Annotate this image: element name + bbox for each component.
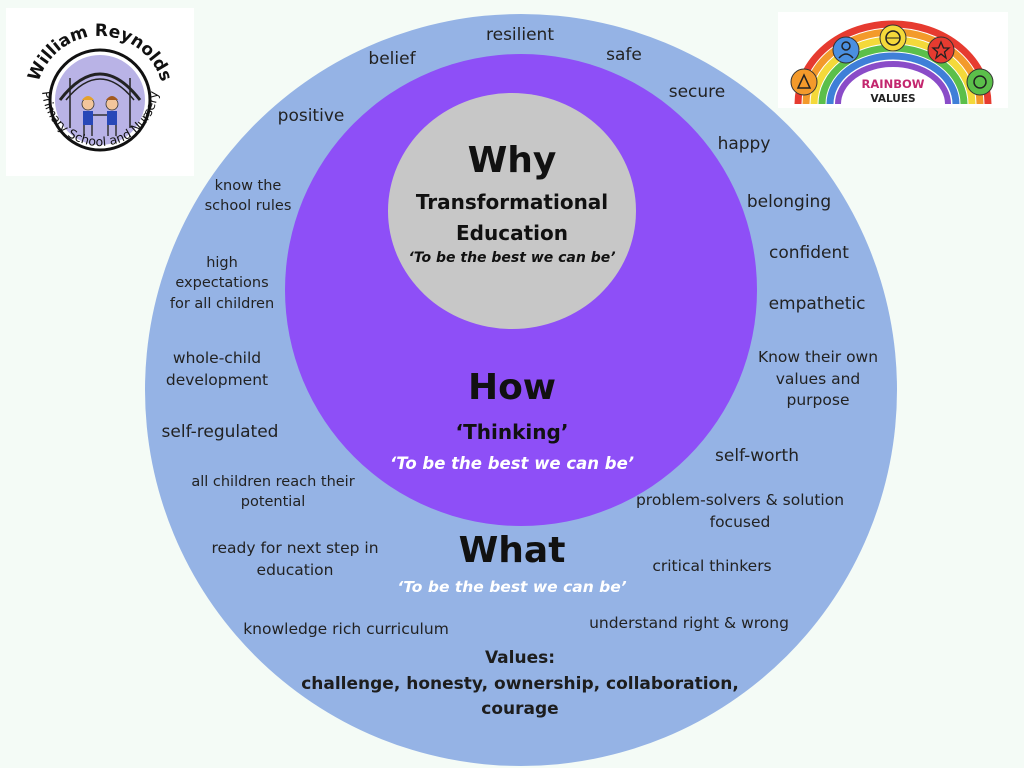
challenge-badge-icon [790, 68, 818, 96]
word-self-regulated: self-regulated [161, 422, 279, 442]
word-understand-right-wrong: understand right & wrong [589, 614, 789, 632]
how-title: How [467, 367, 557, 408]
word-knowledge-rich-curriculum: knowledge rich curriculum [243, 620, 449, 638]
why-subtitle-line1: Transformational [415, 190, 609, 214]
values-brand-text: VALUES [870, 93, 915, 105]
word-self-worth: self-worth [715, 446, 799, 466]
star-badge-icon [927, 36, 955, 64]
school-logo: William Reynolds Primary School and Nurs… [6, 8, 194, 176]
cycle-badge-icon [966, 68, 994, 96]
values-line1: challenge, honesty, ownership, collabora… [301, 673, 739, 694]
what-motto: ‘To be the best we can be’ [397, 578, 627, 596]
how-motto: ‘To be the best we can be’ [389, 454, 635, 473]
why-title: Why [467, 140, 557, 181]
word-resilient: resilient [486, 25, 554, 45]
rainbow-icon: RAINBOW VALUES [790, 20, 994, 105]
what-title: What [458, 530, 566, 571]
rainbow-values-logo: RAINBOW VALUES [778, 12, 1008, 108]
rainbow-brand-text: RAINBOW [862, 77, 925, 91]
word-belonging: belonging [746, 192, 832, 212]
school-crest-icon: William Reynolds Primary School and Nurs… [24, 21, 176, 152]
word-empathetic: empathetic [768, 294, 866, 314]
inner-core-why [388, 93, 636, 329]
how-subtitle: ‘Thinking’ [455, 420, 569, 444]
word-belief: belief [368, 49, 416, 69]
word-confident: confident [769, 243, 849, 263]
word-critical-thinkers: critical thinkers [652, 557, 772, 575]
word-positive: positive [277, 106, 345, 126]
why-subtitle-line2: Education [456, 221, 568, 245]
why-motto: ‘To be the best we can be’ [408, 250, 616, 266]
values-block: Values: challenge, honesty, ownership, c… [301, 646, 739, 723]
word-secure: secure [668, 82, 726, 102]
values-label: Values: [484, 648, 556, 668]
word-safe: safe [606, 45, 642, 65]
word-happy: happy [717, 134, 771, 154]
values-line2: courage [481, 699, 559, 719]
